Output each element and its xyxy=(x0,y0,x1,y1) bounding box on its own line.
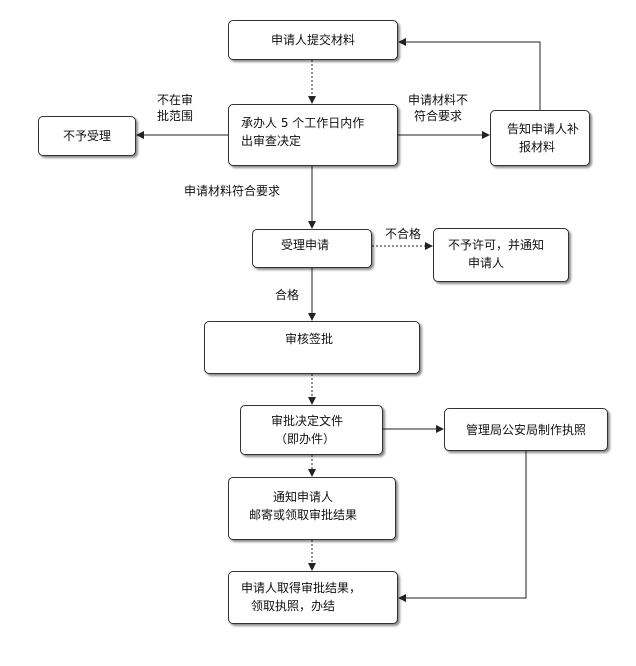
node-final: 申请人取得审批结果， 领取执照，办结 xyxy=(228,571,398,624)
edge-label-out-of-scope-line1: 不在审 xyxy=(157,93,194,107)
node-audit-text: 审核签批 xyxy=(285,332,334,346)
edge-label-unqualified: 不合格 xyxy=(385,227,422,241)
edge-label-not-compliant-line2: 符合要求 xyxy=(414,109,463,123)
node-notify: 通知申请人 邮寄或领取审批结果 xyxy=(228,477,396,540)
node-review: 承办人 5 个工作日内作 出审查决定 xyxy=(228,104,398,166)
node-final-line2: 领取执照，办结 xyxy=(251,599,336,613)
node-review-line2: 出审查决定 xyxy=(241,134,302,148)
node-bureau: 管理局公安局制作执照 xyxy=(444,408,608,451)
edge-label-compliant: 申请材料符合要求 xyxy=(184,184,281,198)
node-reject: 不予受理 xyxy=(38,116,136,156)
node-deny-line2: 申请人 xyxy=(468,256,505,270)
node-notify-line2: 邮寄或领取审批结果 xyxy=(249,508,358,522)
node-review-line1: 承办人 5 个工作日内作 xyxy=(241,116,365,130)
node-accept-text: 受理申请 xyxy=(281,238,330,252)
edge-label-not-compliant: 申请材料不 符合要求 xyxy=(408,92,468,124)
edge-label-not-compliant-line1: 申请材料不 xyxy=(408,93,469,107)
node-notify-supplement: 告知申请人补 报材料 xyxy=(490,110,590,166)
node-deny: 不予许可，并通知 申请人 xyxy=(433,228,569,282)
node-submit: 申请人提交材料 xyxy=(228,20,398,60)
node-bureau-text: 管理局公安局制作执照 xyxy=(465,422,586,437)
node-decision-line1: 审批决定文件 xyxy=(271,414,344,428)
edge-label-qualified: 合格 xyxy=(275,288,300,302)
node-notify-supplement-line1: 告知申请人补 xyxy=(507,122,580,136)
node-accept: 受理申请 xyxy=(252,229,372,268)
node-decision-line2: （即办件） xyxy=(275,432,336,446)
arrow-bureau-to-final xyxy=(398,451,527,602)
node-notify-line1: 通知申请人 xyxy=(273,490,334,504)
edge-label-out-of-scope: 不在审 批范围 xyxy=(157,92,193,124)
node-deny-line1: 不予许可，并通知 xyxy=(448,238,545,252)
node-reject-text: 不予受理 xyxy=(62,129,111,143)
edge-label-out-of-scope-line2: 批范围 xyxy=(157,109,194,123)
node-decision: 审批决定文件 （即办件） xyxy=(240,405,383,455)
arrow-supplement-to-submit xyxy=(398,38,541,110)
node-notify-supplement-line2: 报材料 xyxy=(519,140,556,154)
node-final-line1: 申请人取得审批结果， xyxy=(241,581,362,595)
node-audit: 审核签批 xyxy=(204,321,420,374)
node-submit-text: 申请人提交材料 xyxy=(270,33,355,47)
